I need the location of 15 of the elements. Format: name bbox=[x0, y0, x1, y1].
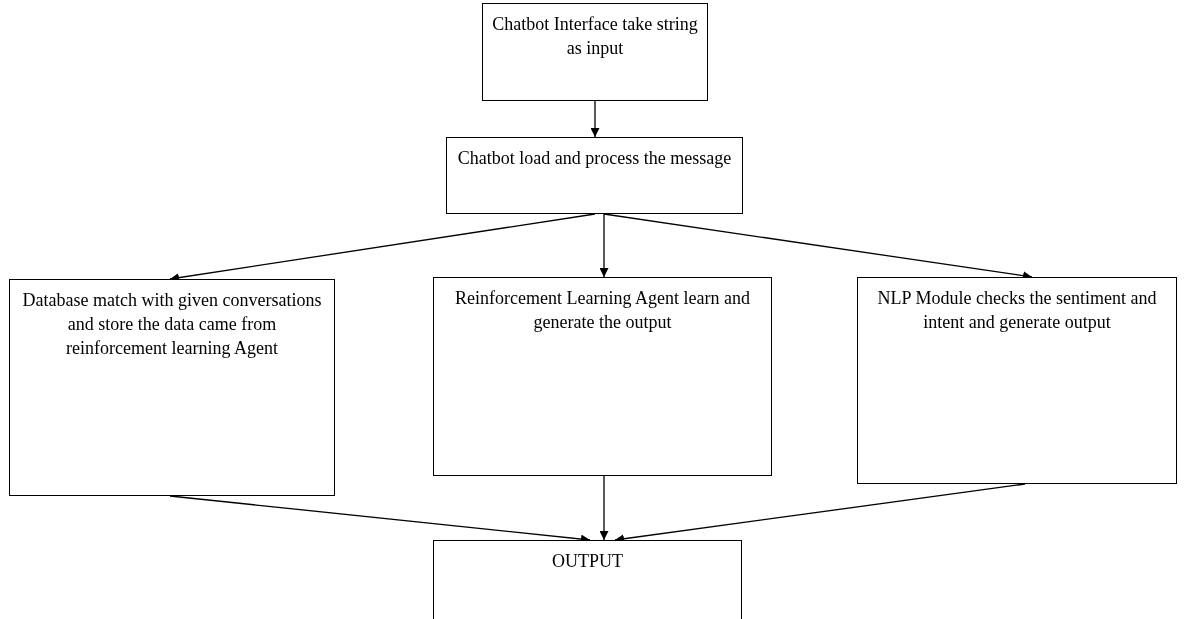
process-box bbox=[433, 540, 742, 619]
box-text: OUTPUT bbox=[551, 550, 624, 573]
box-text: Database match with given conversations and store the data came from reinforcement learning Agent bbox=[21, 289, 323, 360]
box-text: Chatbot load and process the message bbox=[456, 147, 733, 170]
process-box bbox=[446, 137, 743, 214]
arrow bbox=[599, 213, 609, 278]
arrow bbox=[590, 100, 600, 138]
box-text: Chatbot Interface take string as input bbox=[491, 13, 699, 60]
process-box bbox=[9, 279, 335, 496]
process-box bbox=[857, 277, 1177, 484]
process-box bbox=[482, 3, 708, 101]
box-text: NLP Module checks the sentiment and intent and generate output bbox=[876, 287, 1158, 334]
process-box bbox=[433, 277, 772, 476]
arrow bbox=[599, 475, 609, 541]
box-text: Reinforcement Learning Agent learn and generate the output bbox=[454, 287, 751, 334]
